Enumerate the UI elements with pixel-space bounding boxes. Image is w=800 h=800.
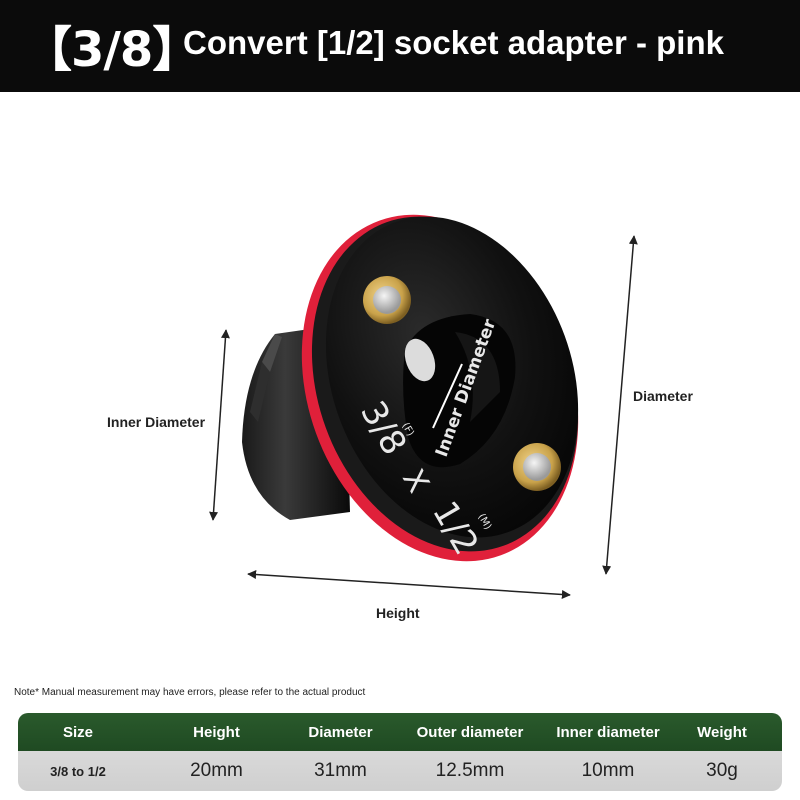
header-inner-diameter: Inner diameter [556,723,660,741]
diameter-label: Diameter [633,388,693,404]
spec-table-header: Size Height Diameter Outer diameter Inne… [18,713,782,751]
size-tag: 【3/8】 [24,22,200,78]
product-illustration: 3/8 (F) X 1/2 (M) Inner Diameter [0,92,800,682]
header-height: Height [193,723,240,741]
cell-diameter: 31mm [314,760,367,781]
inner-diameter-arrow [209,329,230,521]
height-arrow [247,570,571,599]
cell-weight: 30g [706,760,738,781]
header-diameter: Diameter [308,723,373,741]
diameter-arrow [602,235,638,575]
height-label: Height [376,605,420,621]
header-weight: Weight [697,723,747,741]
cell-size: 3/8 to 1/2 [50,763,106,779]
socket-adapter-image: 3/8 (F) X 1/2 (M) Inner Diameter [209,214,638,599]
cell-height: 20mm [190,760,243,781]
brass-magnet-top [363,276,411,324]
cell-outer-diameter: 12.5mm [435,760,505,781]
brass-magnet-bottom [513,443,561,491]
drive-hole [403,314,516,468]
table-row: 3/8 to 1/2 20mm 31mm 12.5mm 10mm 30g [18,751,782,791]
product-title: Convert [1/2] socket adapter - pink [183,24,724,61]
spec-table: Size Height Diameter Outer diameter Inne… [18,713,782,791]
inner-diameter-label: Inner Diameter [107,414,206,430]
header-size: Size [62,723,93,741]
measurement-note: Note* Manual measurement may have errors… [14,687,366,698]
header-outer-diameter: Outer diameter [416,723,524,741]
header-banner: 【3/8】 Convert [1/2] socket adapter - pin… [0,0,800,92]
inner-hole-arrow [432,363,463,429]
cell-inner-diameter: 10mm [581,760,635,781]
